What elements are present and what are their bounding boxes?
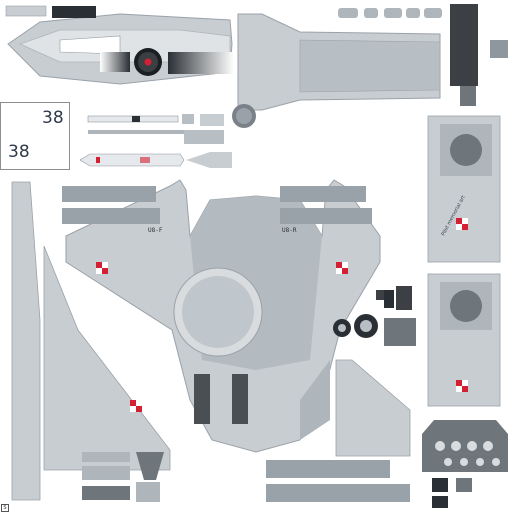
corner-mark: S [1,504,9,512]
tail-number-small: 38 [8,142,30,162]
stencil-left-text: U8-F [148,227,163,234]
tail-number-box [0,102,70,170]
intake-fan [134,48,162,76]
tail-panel-lower [427,273,501,407]
tail-number-large: 38 [42,108,64,128]
left-stabilizer [11,181,171,501]
stencil-panels [62,186,410,502]
lower-fuselage-panel [237,4,508,111]
landing-gear-parts [333,286,416,346]
tail-panel-upper: Pilot memorial art [427,115,501,263]
stencil-right-text: U8-R [282,227,297,234]
missile-parts [79,104,256,168]
engine-gradient-panel [100,52,254,74]
cockpit-panel [422,420,508,508]
main-wing-planform [65,179,381,453]
right-stabilizer [300,359,411,457]
